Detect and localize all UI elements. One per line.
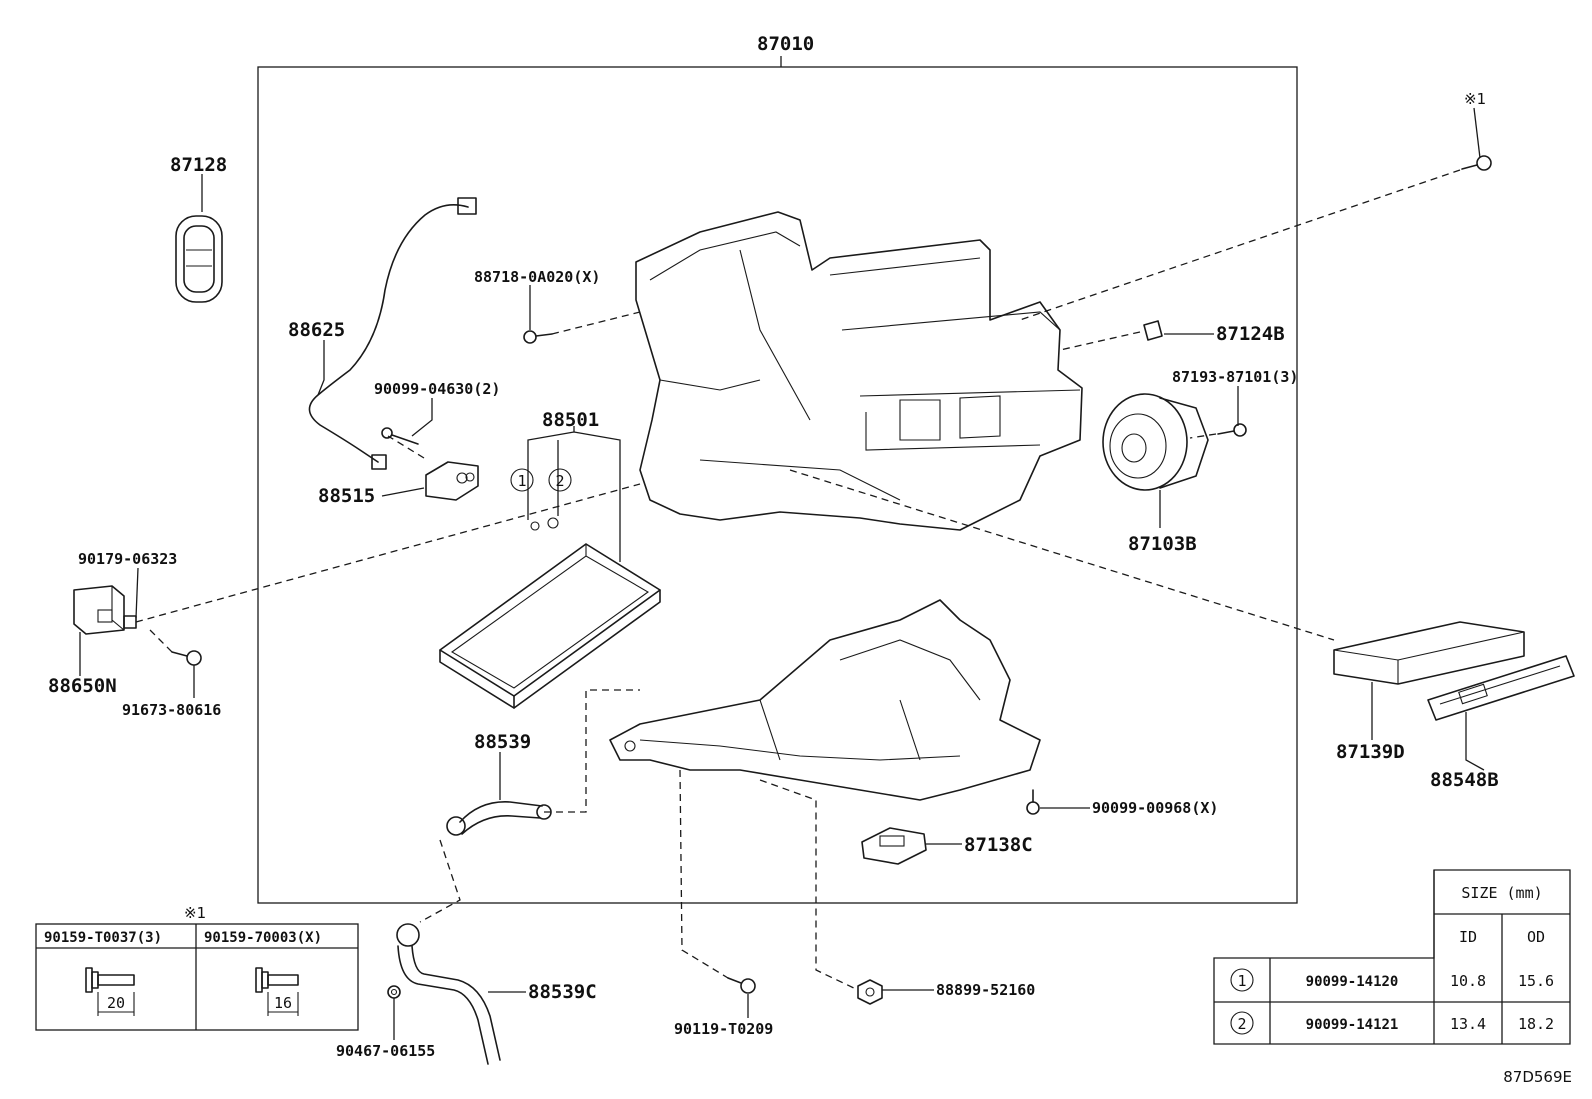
- leader-lines: [79, 107, 1485, 1040]
- label-91673: 91673-80616: [122, 701, 221, 719]
- callout-1: 1: [510, 468, 534, 492]
- clamp-90467-icon: [387, 985, 401, 999]
- bolt-table-col1-header: 90159-T0037(3): [44, 930, 162, 946]
- label-88501: 88501: [542, 409, 599, 431]
- o-ring-2-icon: [547, 517, 559, 529]
- nut-90179-icon: [123, 615, 137, 629]
- wire-harness-88625-icon: [308, 197, 477, 470]
- label-90467: 90467-06155: [336, 1042, 435, 1060]
- clip-87124B-icon: [1143, 320, 1163, 341]
- screw-91673-icon: [171, 650, 202, 666]
- label-87138C: 87138C: [964, 834, 1033, 856]
- bolt-16mm-icon: [255, 967, 299, 1016]
- sensor-88515-icon: [381, 427, 479, 501]
- size-table-col-od: OD: [1527, 928, 1545, 946]
- label-88650N: 88650N: [48, 675, 117, 697]
- label-87139D: 87139D: [1336, 741, 1405, 763]
- size-table-row: 1 90099-14120 10.8 15.6: [1230, 968, 1554, 992]
- screw-87193-icon: [1217, 423, 1247, 437]
- bolt-20mm-icon: [85, 967, 135, 1016]
- label-88899: 88899-52160: [936, 981, 1035, 999]
- screw-90099-00968-icon: [1026, 789, 1040, 815]
- hose-88539-icon: [446, 801, 552, 836]
- screw-90119-icon: [727, 977, 756, 994]
- blower-motor-87103B-icon: [1102, 393, 1209, 491]
- label-90099-00968: 90099-00968(X): [1092, 799, 1218, 817]
- label-87103B: 87103B: [1128, 533, 1197, 555]
- label-88515: 88515: [318, 485, 375, 507]
- bolt-table-col1-length: 20: [107, 994, 125, 1012]
- label-90119: 90119-T0209: [674, 1020, 773, 1038]
- note-mark-top: ※1: [1464, 90, 1486, 108]
- svg-text:1: 1: [1237, 972, 1246, 990]
- label-87124B: 87124B: [1216, 323, 1285, 345]
- svg-text:1: 1: [517, 472, 526, 490]
- svg-text:2: 2: [555, 472, 564, 490]
- note-mark-bottom: ※1: [184, 904, 206, 922]
- filter-cover-88548B-icon: [1427, 655, 1575, 721]
- o-ring-1-icon: [530, 521, 540, 531]
- assembly-dashed-lines: [135, 169, 1461, 991]
- heater-housing-87010-icon: [635, 211, 1083, 531]
- lower-housing-icon: [609, 599, 1041, 801]
- size-table-col-id: ID: [1459, 928, 1477, 946]
- nut-88899-icon: [857, 979, 883, 1005]
- pipe-88539C-icon: [396, 923, 501, 1065]
- label-88718: 88718-0A020(X): [474, 268, 600, 286]
- size-table-title: SIZE (mm): [1461, 884, 1542, 902]
- resistor-87138C-icon: [861, 827, 927, 865]
- label-87128: 87128: [170, 154, 227, 176]
- module-88650N-icon: [73, 585, 125, 635]
- svg-text:90099-14120: 90099-14120: [1306, 974, 1399, 990]
- grommet-87128-icon: [175, 215, 223, 303]
- bolt-table-col2-length: 16: [274, 994, 292, 1012]
- drawing-code: 87D569E: [1503, 1068, 1572, 1086]
- label-88539: 88539: [474, 731, 531, 753]
- svg-text:18.2: 18.2: [1518, 1015, 1554, 1033]
- svg-text:15.6: 15.6: [1518, 972, 1554, 990]
- callout-2: 2: [548, 468, 572, 492]
- screw-88718-icon: [523, 330, 553, 344]
- label-88625: 88625: [288, 319, 345, 341]
- bolt-length-table: 90159-T0037(3) 90159-70003(X) 20 16: [35, 923, 359, 1031]
- air-filter-87139D-icon: [1333, 621, 1525, 685]
- label-87010: 87010: [757, 33, 814, 55]
- svg-text:90099-14121: 90099-14121: [1306, 1017, 1399, 1033]
- label-87193: 87193-87101(3): [1172, 368, 1298, 386]
- size-table-row: 2 90099-14121 13.4 18.2: [1230, 1011, 1554, 1035]
- svg-text:10.8: 10.8: [1450, 972, 1486, 990]
- label-88548B: 88548B: [1430, 769, 1499, 791]
- o-ring-size-table: SIZE (mm) ID OD 1 90099-14120 10.8 15.6 …: [1213, 869, 1571, 1045]
- assembly-frame: [257, 66, 1298, 904]
- screw-note1-icon: [1461, 155, 1492, 171]
- svg-text:13.4: 13.4: [1450, 1015, 1486, 1033]
- label-90179: 90179-06323: [78, 550, 177, 568]
- label-88539C: 88539C: [528, 981, 597, 1003]
- label-90099-04630: 90099-04630(2): [374, 380, 500, 398]
- heater-core-88501-icon: [439, 543, 661, 709]
- svg-text:2: 2: [1237, 1015, 1246, 1033]
- bolt-table-col2-header: 90159-70003(X): [204, 930, 322, 946]
